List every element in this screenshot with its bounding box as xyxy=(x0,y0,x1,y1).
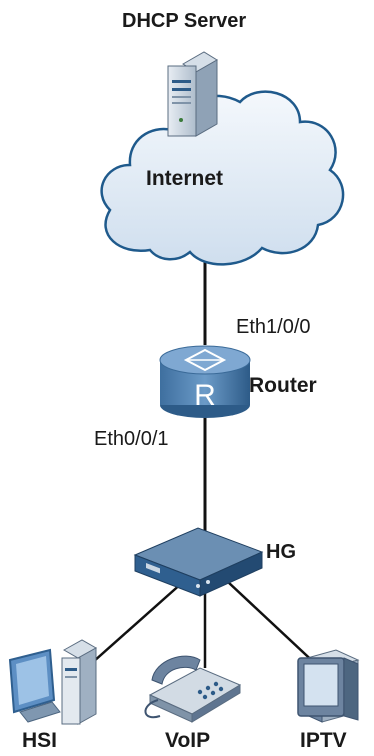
hg-label: HG xyxy=(266,541,296,563)
dhcp-server-label: DHCP Server xyxy=(122,10,247,32)
tv-icon xyxy=(297,649,360,723)
internet-label: Internet xyxy=(146,167,224,190)
voip-label: VoIP xyxy=(165,729,211,752)
iptv-label: IPTV xyxy=(300,729,347,752)
router-icon: R xyxy=(159,345,251,418)
router-label: Router xyxy=(249,374,317,397)
internet-cloud xyxy=(100,90,345,266)
hsi-label: HSI xyxy=(22,729,58,752)
server-icon xyxy=(167,51,218,137)
phone-icon xyxy=(144,655,242,723)
home-gateway-icon xyxy=(133,527,264,597)
link-hg-iptv xyxy=(227,581,321,669)
router-upstream-port-label: Eth1/0/0 xyxy=(236,316,311,338)
pc-icon xyxy=(8,639,98,725)
router-downstream-port-label: Eth0/0/1 xyxy=(94,428,169,450)
router-glyph: R xyxy=(194,379,216,412)
